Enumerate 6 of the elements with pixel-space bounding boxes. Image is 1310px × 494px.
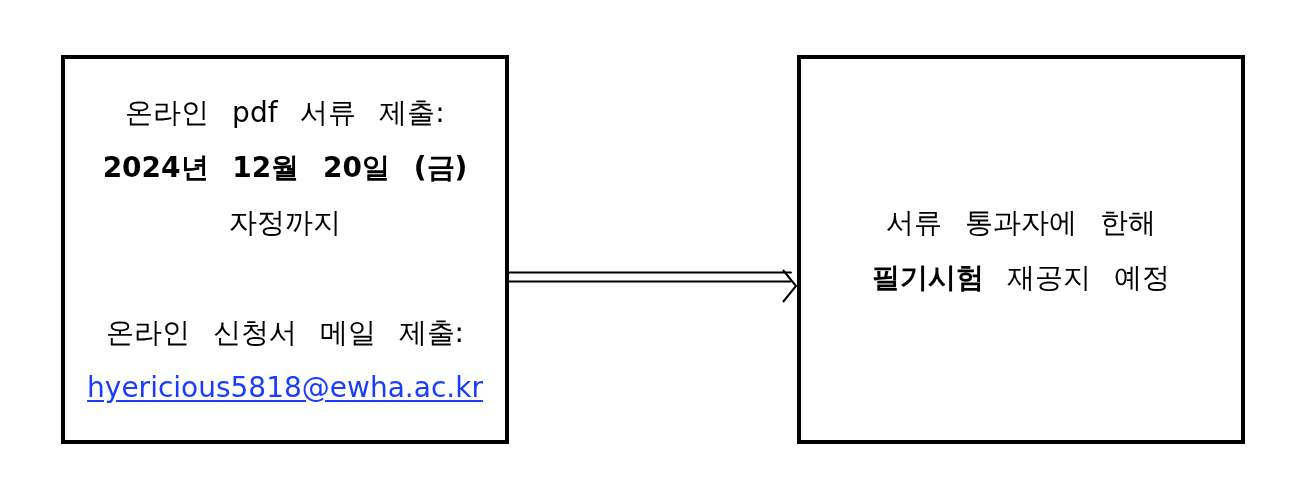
email-link: hyericious5818@ewha.ac.kr	[87, 369, 483, 406]
notice-text: 서류 통과자에 한해 필기시험 재공지 예정	[872, 204, 1170, 296]
submission-text: 온라인 pdf 서류 제출: 2024년 12월 20일 (금) 자정까지	[102, 94, 468, 241]
info-box	[61, 55, 509, 444]
submission-text: 온라인 신청서 메일 제출:	[105, 314, 465, 351]
info-box	[797, 55, 1245, 444]
